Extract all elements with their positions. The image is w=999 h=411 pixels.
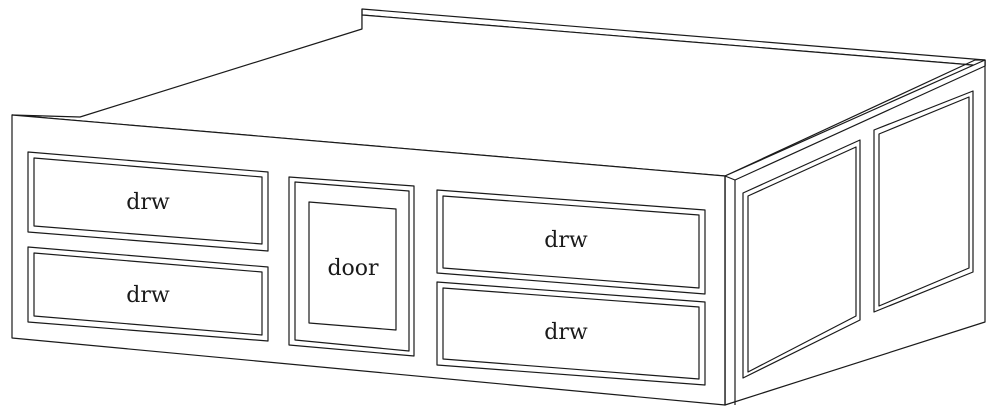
drawer-top-left: drw [27, 151, 269, 252]
cabinet-right-side [724, 59, 986, 406]
drawer-label: drw [544, 228, 588, 253]
drawer-label: drw [544, 320, 588, 345]
cabinet-door: door [288, 176, 415, 357]
drawer-bottom-right: drw [436, 281, 706, 386]
drawer-label: drw [126, 283, 170, 308]
drawer-label: drw [126, 190, 170, 215]
door-label: door [327, 256, 379, 281]
drawer-top-right: drw [436, 189, 706, 295]
drawer-bottom-left: drw [27, 246, 269, 342]
